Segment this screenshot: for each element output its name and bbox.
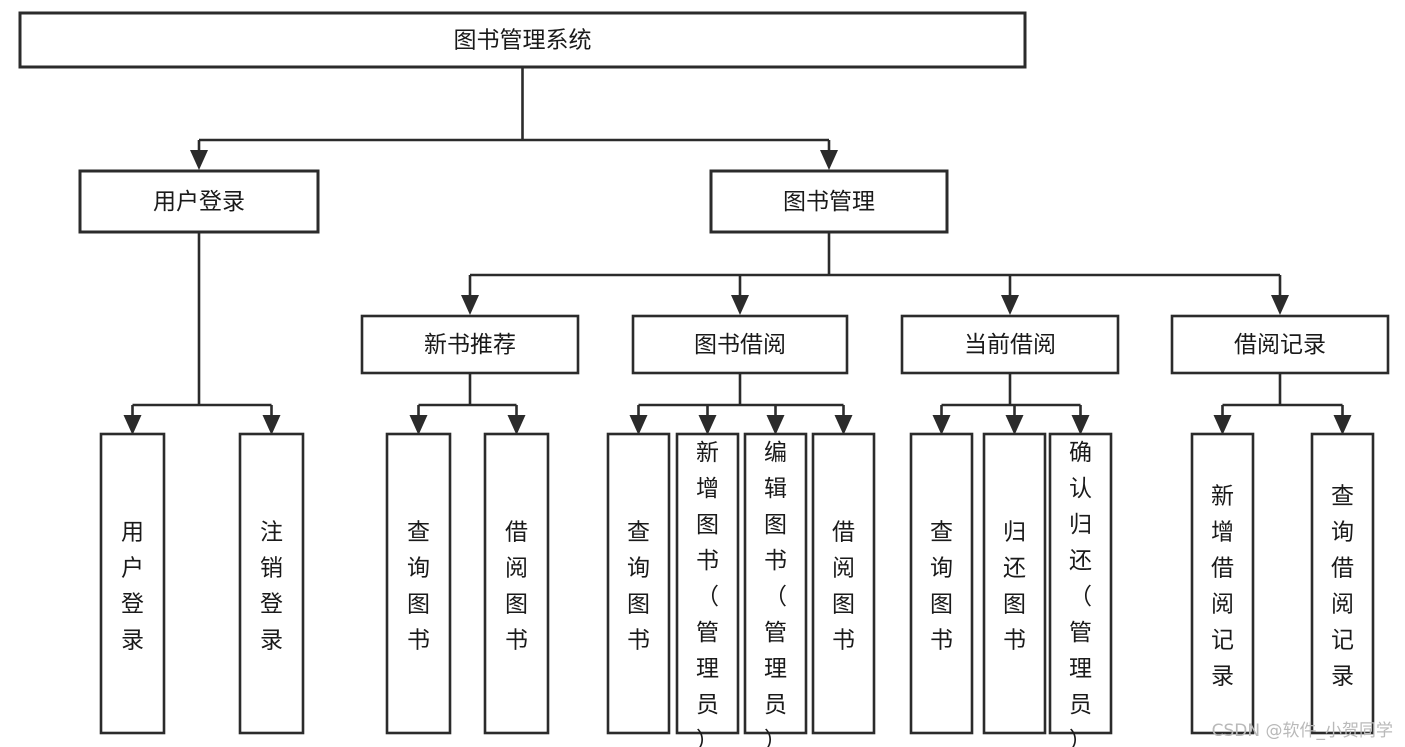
arrow-to-new-book-recommend [461, 295, 479, 315]
node-book-borrow-label: 图书借阅 [694, 332, 786, 358]
node-layer: 图书管理系统用户登录图书管理新书推荐图书借阅当前借阅借阅记录用户登录注销登录查询… [18, 11, 1390, 747]
leaf-leaf-query-book-2-box[interactable] [606, 432, 671, 735]
leaf-leaf-user-login-label: 用户登录 [121, 520, 144, 654]
node-user-login-label: 用户登录 [153, 189, 245, 215]
arrow-to-leaf-query-book-1 [409, 415, 428, 435]
node-book-borrow[interactable]: 图书借阅 [631, 314, 849, 375]
leaf-leaf-edit-book-admin-box[interactable] [743, 432, 808, 735]
arrow-to-borrow-record [1271, 295, 1289, 315]
leaf-leaf-query-book-3-label: 查询图书 [930, 520, 953, 654]
arrow-to-book-manage [820, 150, 838, 170]
leaf-leaf-logout-login-box[interactable] [238, 432, 305, 735]
leaf-leaf-borrow-book-1[interactable]: 借阅图书 [483, 432, 550, 735]
arrow-to-leaf-return-book [1005, 415, 1024, 435]
leaf-leaf-add-borrow-record-box[interactable] [1190, 432, 1255, 735]
arrow-to-book-borrow [731, 295, 749, 315]
leaf-leaf-confirm-return-admin-label: 确认归还（管理员） [1069, 440, 1092, 747]
leaf-leaf-return-book-box[interactable] [982, 432, 1047, 735]
leaf-leaf-logout-login[interactable]: 注销登录 [238, 432, 305, 735]
leaf-leaf-borrow-book-2-label: 借阅图书 [832, 520, 855, 654]
leaf-leaf-add-borrow-record[interactable]: 新增借阅记录 [1190, 432, 1255, 735]
node-book-manage-box[interactable] [709, 169, 949, 234]
node-new-book-recommend-label: 新书推荐 [424, 332, 516, 358]
leaf-leaf-borrow-book-2[interactable]: 借阅图书 [811, 432, 876, 735]
leaf-leaf-add-book-admin-label: 新增图书（管理员） [696, 440, 719, 747]
node-book-manage-label: 图书管理 [783, 189, 875, 215]
node-user-login[interactable]: 用户登录 [78, 169, 320, 234]
leaf-leaf-confirm-return-admin-box[interactable] [1048, 432, 1113, 735]
arrow-to-leaf-user-login [123, 415, 142, 435]
root-node-system-box[interactable] [18, 11, 1027, 69]
leaf-leaf-user-login[interactable]: 用户登录 [99, 432, 166, 735]
node-current-borrow[interactable]: 当前借阅 [900, 314, 1120, 375]
node-borrow-record-label: 借阅记录 [1234, 332, 1326, 358]
leaf-leaf-query-book-2-label: 查询图书 [627, 520, 650, 654]
leaf-leaf-add-book-admin[interactable]: 新增图书（管理员） [675, 432, 740, 747]
leaf-leaf-user-login-box[interactable] [99, 432, 166, 735]
node-book-manage[interactable]: 图书管理 [709, 169, 949, 234]
leaf-leaf-add-borrow-record-label: 新增借阅记录 [1211, 484, 1234, 690]
leaf-leaf-query-book-3-box[interactable] [909, 432, 974, 735]
arrow-to-user-login [190, 150, 208, 170]
arrow-to-leaf-query-book-3 [932, 415, 951, 435]
leaf-leaf-query-book-3[interactable]: 查询图书 [909, 432, 974, 735]
leaf-leaf-borrow-book-1-box[interactable] [483, 432, 550, 735]
leaf-leaf-logout-login-label: 注销登录 [260, 520, 283, 654]
root-node-system-label: 图书管理系统 [454, 28, 592, 54]
arrow-to-leaf-logout-login [262, 415, 281, 435]
node-borrow-record[interactable]: 借阅记录 [1170, 314, 1390, 375]
leaf-leaf-borrow-book-2-box[interactable] [811, 432, 876, 735]
leaf-leaf-query-borrow-record-box[interactable] [1310, 432, 1375, 735]
arrow-to-leaf-query-borrow-record [1333, 415, 1352, 435]
arrow-to-current-borrow [1001, 295, 1019, 315]
leaf-leaf-query-book-1-box[interactable] [385, 432, 452, 735]
leaf-leaf-return-book-label: 归还图书 [1003, 520, 1026, 654]
leaf-leaf-edit-book-admin[interactable]: 编辑图书（管理员） [743, 432, 808, 747]
arrow-to-leaf-borrow-book-2 [834, 415, 853, 435]
leaf-leaf-edit-book-admin-label: 编辑图书（管理员） [764, 440, 787, 747]
node-new-book-recommend[interactable]: 新书推荐 [360, 314, 580, 375]
leaf-leaf-confirm-return-admin[interactable]: 确认归还（管理员） [1048, 432, 1113, 747]
arrow-to-leaf-edit-book-admin [766, 415, 785, 435]
csdn-watermark: CSDN @软件_小贺同学 [1211, 721, 1393, 741]
leaf-leaf-return-book[interactable]: 归还图书 [982, 432, 1047, 735]
arrow-to-leaf-add-borrow-record [1213, 415, 1232, 435]
connector-layer [123, 67, 1352, 435]
node-user-login-box[interactable] [78, 169, 320, 234]
root-node-system[interactable]: 图书管理系统 [18, 11, 1027, 69]
leaf-leaf-query-borrow-record-label: 查询借阅记录 [1331, 484, 1354, 690]
node-book-borrow-box[interactable] [631, 314, 849, 375]
leaf-leaf-query-book-1[interactable]: 查询图书 [385, 432, 452, 735]
arrow-to-leaf-add-book-admin [698, 415, 717, 435]
arrow-to-leaf-confirm-return-admin [1071, 415, 1090, 435]
arrow-to-leaf-query-book-2 [629, 415, 648, 435]
node-current-borrow-box[interactable] [900, 314, 1120, 375]
leaf-leaf-query-borrow-record[interactable]: 查询借阅记录 [1310, 432, 1375, 735]
leaf-leaf-add-book-admin-box[interactable] [675, 432, 740, 735]
node-current-borrow-label: 当前借阅 [964, 332, 1056, 358]
arrow-to-leaf-borrow-book-1 [507, 415, 526, 435]
leaf-leaf-borrow-book-1-label: 借阅图书 [505, 520, 528, 654]
node-new-book-recommend-box[interactable] [360, 314, 580, 375]
leaf-leaf-query-book-1-label: 查询图书 [407, 520, 430, 654]
leaf-leaf-query-book-2[interactable]: 查询图书 [606, 432, 671, 735]
node-borrow-record-box[interactable] [1170, 314, 1390, 375]
